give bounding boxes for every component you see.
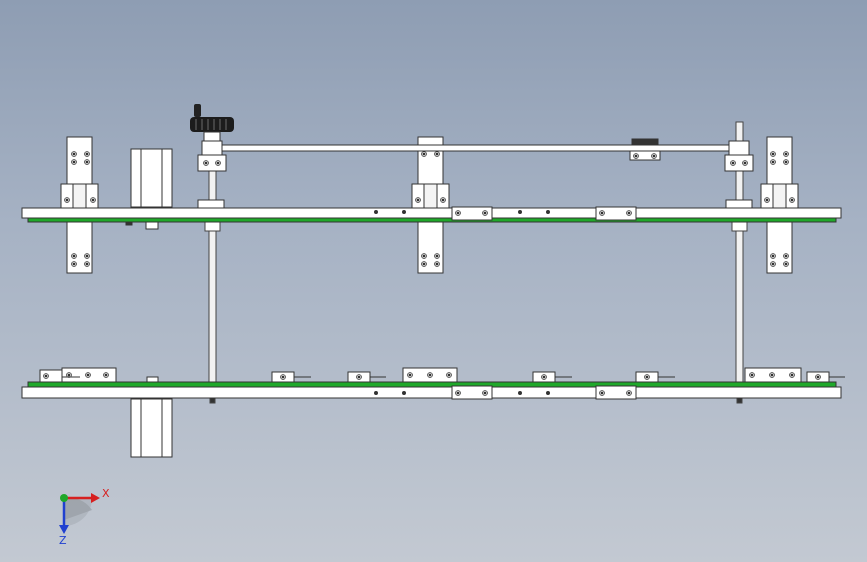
axis-triad: X Z [59, 487, 110, 547]
lower-rail-clamps [39, 367, 802, 383]
lower-rail-sensors [62, 371, 845, 383]
lower-conveyor-rail [21, 381, 842, 400]
sync-shaft [219, 138, 739, 161]
lower-cylinder [130, 376, 173, 458]
z-axis-label: Z [59, 534, 67, 547]
left-gearbox [197, 140, 227, 172]
left-support-post [60, 136, 99, 274]
right-support-post [760, 136, 799, 274]
handwheel-icon[interactable] [190, 104, 234, 142]
right-gearbox [724, 140, 754, 172]
center-support-post [411, 136, 450, 274]
y-axis-dot [60, 494, 68, 502]
upper-cylinder [130, 148, 173, 230]
upper-conveyor-rail [21, 199, 842, 226]
x-axis-label: X [102, 487, 110, 500]
